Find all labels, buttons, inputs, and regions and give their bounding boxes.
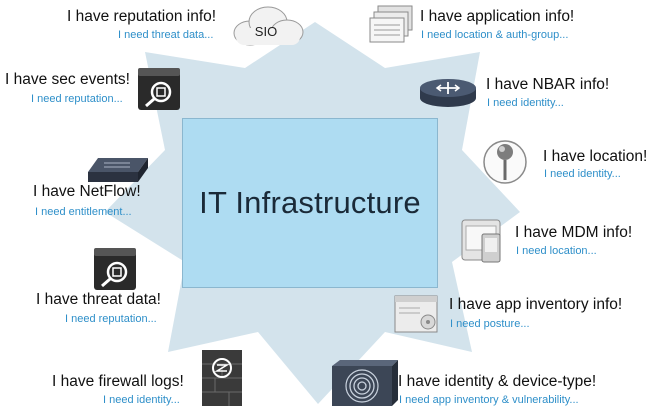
reputation-title: I have reputation info!	[67, 8, 217, 25]
security-appliance-icon	[138, 68, 180, 110]
sio-cloud-icon: SIO	[233, 6, 304, 46]
switch-icon	[88, 158, 148, 182]
it-infrastructure-label: IT Infrastructure	[199, 185, 421, 220]
firewall-title: I have firewall logs!	[52, 373, 184, 390]
location-need: I need identity...	[544, 168, 621, 180]
firewall-icon	[202, 350, 242, 406]
mdm-need: I need location...	[516, 245, 597, 257]
location-title: I have location!	[543, 148, 648, 165]
app-inventory-server-icon	[394, 295, 438, 333]
identity-need: I need app inventory & vulnerability...	[399, 394, 579, 406]
application-server-icon	[369, 5, 413, 43]
firewall-need: I need identity...	[103, 394, 180, 406]
netflow-title: I have NetFlow!	[33, 183, 141, 200]
app-inventory-need: I need posture...	[450, 318, 530, 330]
router-icon	[420, 79, 476, 107]
sio-cloud-label: SIO	[255, 24, 277, 39]
identity-fingerprint-icon	[332, 360, 398, 406]
location-pin-icon	[483, 140, 527, 184]
sec-events-need: I need reputation...	[31, 93, 123, 105]
app-inventory-title: I have app inventory info!	[449, 296, 623, 313]
application-title: I have application info!	[420, 8, 575, 25]
application-need: I need location & auth-group...	[421, 29, 569, 41]
threat-data-title: I have threat data!	[36, 291, 161, 308]
threat-data-need: I need reputation...	[65, 313, 157, 325]
reputation-need: I need threat data...	[118, 29, 214, 41]
sec-events-title: I have sec events!	[5, 71, 130, 88]
it-infrastructure-box: IT Infrastructure	[182, 118, 438, 288]
mdm-title: I have MDM info!	[515, 224, 633, 241]
nbar-title: I have NBAR info!	[486, 76, 610, 93]
mobile-device-icon	[461, 219, 501, 263]
identity-title: I have identity & device-type!	[398, 373, 597, 390]
nbar-need: I need identity...	[487, 97, 564, 109]
netflow-need: I need entitlement...	[35, 206, 132, 218]
threat-appliance-icon	[94, 248, 136, 290]
